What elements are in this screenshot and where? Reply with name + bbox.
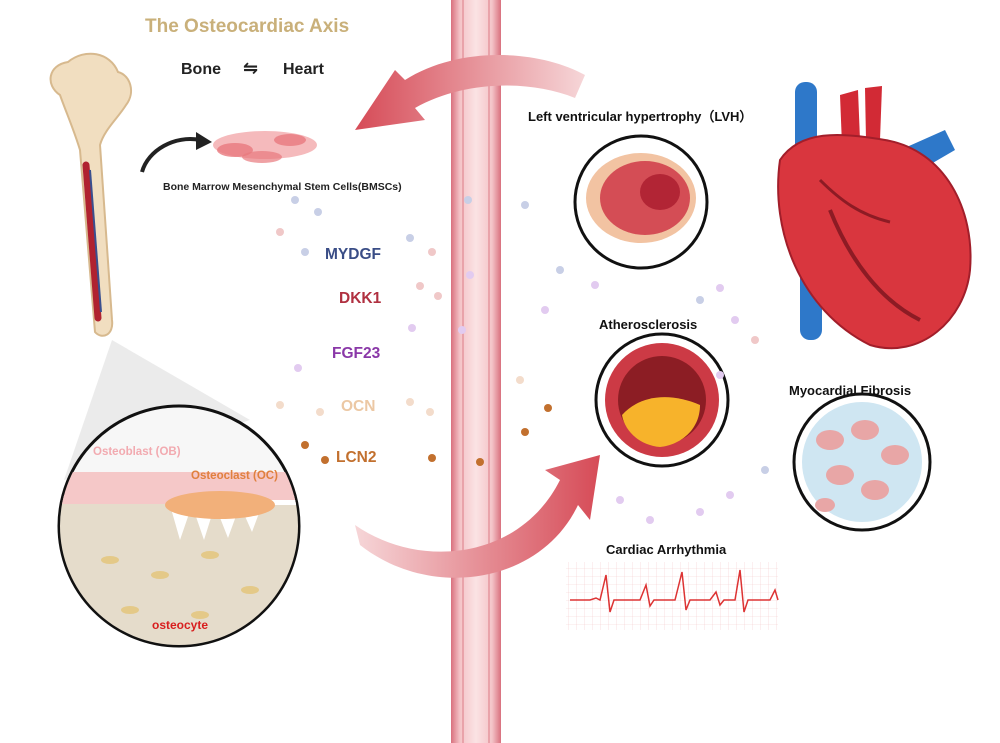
label-lvh: Left ventricular hypertrophy（LVH） (528, 109, 753, 124)
femur-bone-illustration (49, 52, 133, 337)
heart-illustration (777, 82, 972, 350)
subtitle-heart: Heart (283, 61, 324, 78)
blood-vessel (451, 0, 501, 743)
flow-arrow-to-heart (355, 455, 600, 578)
factor-mydgf: MYDGF (325, 246, 381, 263)
label-osteoblast: Osteoblast (OB) (93, 446, 181, 458)
label-cardiac-arrhythmia: Cardiac Arrhythmia (606, 542, 727, 557)
atherosclerosis-artery-illustration (594, 332, 730, 468)
flow-arrow-to-bone (355, 55, 585, 130)
bmsc-label: Bone Marrow Mesenchymal Stem Cells(BMSCs… (163, 181, 402, 193)
circulating-factor-dots (276, 196, 769, 524)
bidirectional-arrow-icon: ⇋ (243, 58, 259, 78)
fibrosis-tissue-illustration (792, 392, 932, 532)
subtitle-bone: Bone (181, 61, 221, 78)
label-osteoclast: Osteoclast (OC) (191, 470, 278, 482)
label-atherosclerosis: Atherosclerosis (599, 317, 698, 332)
curved-arrow-icon (140, 132, 212, 173)
factor-lcn2: LCN2 (336, 449, 377, 466)
bmsc-cluster-illustration (213, 131, 317, 163)
bone-tissue-zoom (57, 340, 301, 648)
label-osteocyte: osteocyte (152, 618, 209, 632)
factor-dkk1: DKK1 (339, 290, 382, 307)
ecg-strip-illustration (566, 562, 779, 630)
label-myocardial-fibrosis: Myocardial Fibrosis (789, 383, 912, 398)
factor-fgf23: FGF23 (332, 345, 381, 362)
diagram-title: The Osteocardiac Axis (145, 16, 350, 37)
factor-ocn: OCN (341, 398, 376, 415)
lvh-cross-section-illustration (573, 134, 709, 270)
